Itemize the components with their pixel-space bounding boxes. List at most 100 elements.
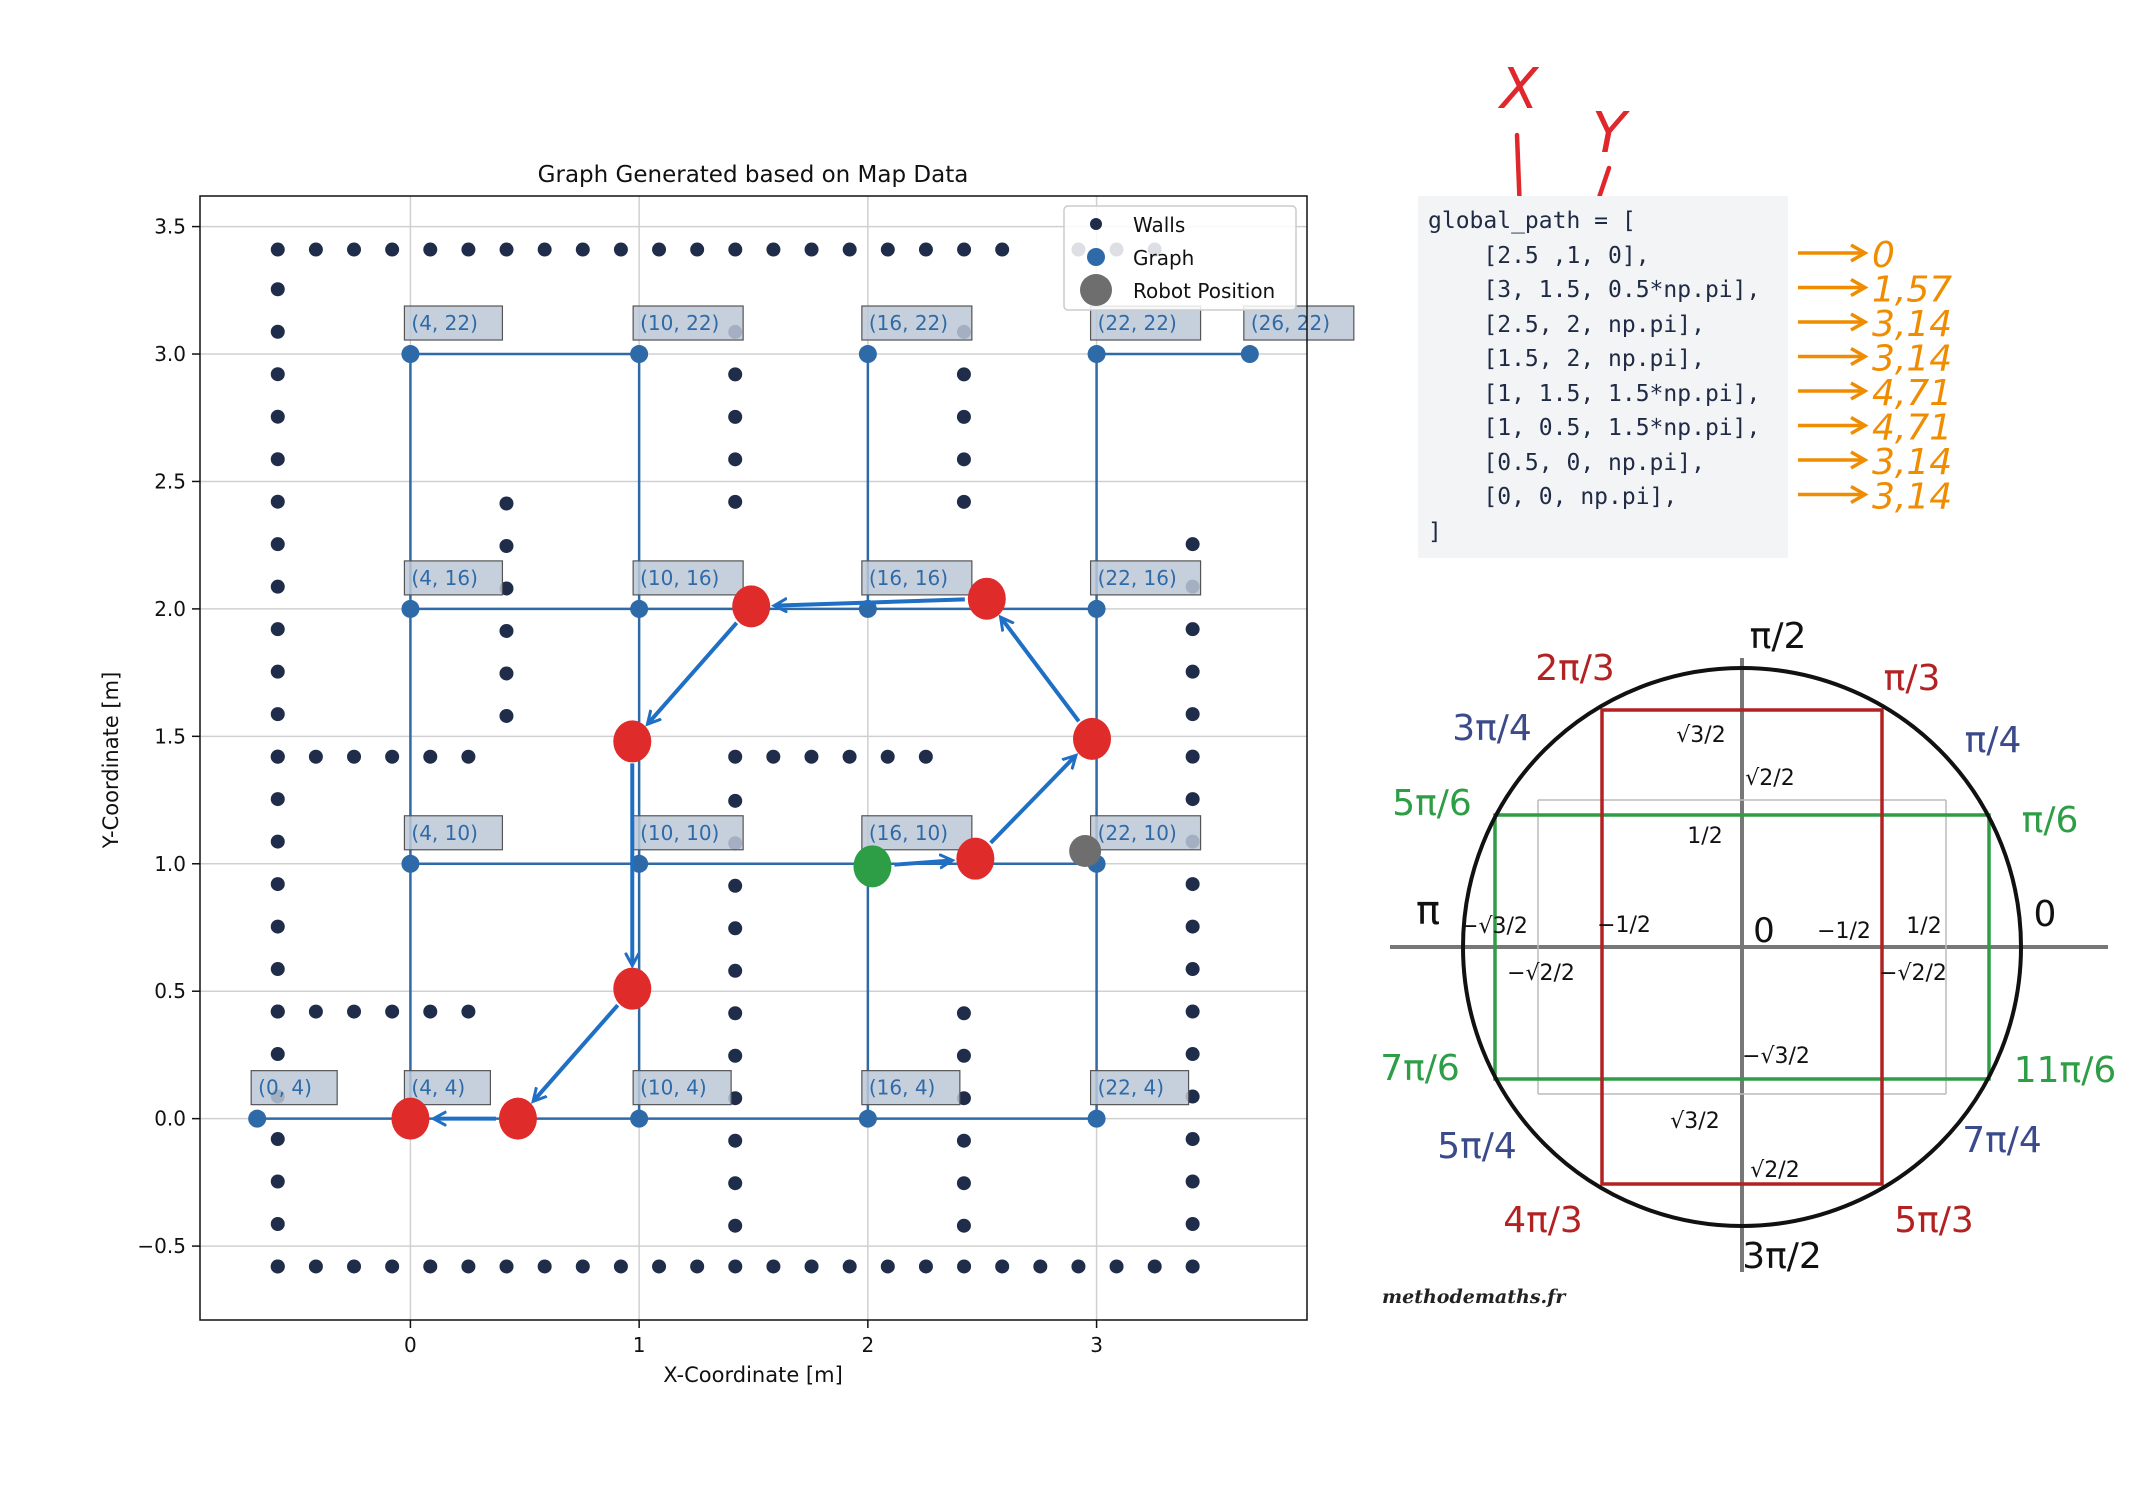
wall-point [537,242,552,257]
plot-frame [199,195,1308,1321]
value-label: −1/2 [1597,913,1651,938]
wall-point [652,242,667,257]
wall-point [918,242,933,257]
angle-label: 7π/4 [1962,1120,2042,1161]
wall-point [270,537,285,552]
wall-point [918,1259,933,1274]
value-label: 1/2 [1906,914,1941,939]
wall-point [499,496,514,511]
wall-point [308,1259,323,1274]
path-arrow [534,1003,620,1100]
wall-point [804,1259,819,1274]
wall-point [728,1176,743,1191]
wall-point [956,1006,971,1021]
wall-point [956,1218,971,1233]
node-label-box [403,815,504,851]
path-arrows [434,599,1081,1118]
legend-robot-label: Robot Position [1133,279,1275,303]
graph-node [401,345,420,364]
wall-point [1185,707,1200,722]
wall-point [956,1133,971,1148]
angle-label: 5π/6 [1392,783,1472,824]
wall-point [499,1259,514,1274]
graph-node [630,1109,649,1128]
wall-point [575,242,590,257]
map-graph-chart: Graph Generated based on Map Data (0, 4)… [99,162,1355,1387]
path-waypoint-marker [391,1097,430,1140]
wall-point [575,1259,590,1274]
wall-point [1071,1259,1086,1274]
node-label: (26, 22) [1251,311,1330,335]
unit-circle-outline [1461,666,2023,1228]
node-label-box [861,1070,961,1106]
pi-sixth-rectangle [1493,813,1991,1081]
graph-node [401,854,420,873]
wall-point [766,749,781,764]
wall-point [1185,1047,1200,1062]
wall-point [1185,749,1200,764]
path-waypoint-marker [967,577,1006,620]
angle-label: 2π/3 [1535,648,1615,689]
wall-point [270,792,285,807]
node-label-box [403,305,504,341]
wall-point [270,664,285,679]
node-label: (16, 16) [869,566,948,590]
wall-point [728,1133,743,1148]
wall-point [956,1176,971,1191]
handwritten-annotations: X Y 01,573,143,144,714,713,143,14 [1497,57,1952,518]
node-labels: (0, 4)(4, 4)(10, 4)(16, 4)(22, 4)(4, 10)… [250,305,1355,1106]
wall-point [956,367,971,382]
path-arrow [989,756,1076,845]
wall-point [1185,664,1200,679]
path-waypoint-marker [732,585,771,628]
x-tick-label: 0 [404,1333,417,1357]
path-waypoint-marker [613,967,652,1010]
y-tick-label: 0.0 [154,1107,186,1131]
angle-value: 3,14 [1872,339,1952,380]
wall-point [1185,1004,1200,1019]
node-label-box [861,815,973,851]
wall-point [385,1004,400,1019]
node-label: (10, 16) [640,566,719,590]
node-label-box [632,560,744,596]
graph-node [858,345,877,364]
wall-point [995,242,1010,257]
wall-point [385,749,400,764]
wall-point [956,452,971,467]
wall-point [728,1006,743,1021]
wall-point [728,242,743,257]
wall-point [270,962,285,977]
value-label: −√3/2 [1460,914,1528,939]
node-label: (22, 22) [1098,311,1177,335]
wall-point [1185,1216,1200,1231]
value-label: −√3/2 [1742,1044,1810,1069]
node-label: (16, 4) [869,1076,936,1100]
wall-point [957,242,972,257]
wall-point [690,1259,705,1274]
angle-value: 1,57 [1872,270,1952,311]
wall-point [1185,919,1200,934]
wall-points [270,242,1200,1274]
path-arrow [775,599,965,605]
code-line: [2.5, 2, np.pi], [1428,311,1705,338]
path-arrow [894,860,951,864]
angle-label: 3π/4 [1452,708,1532,749]
wall-point [728,963,743,978]
value-label: √3/2 [1676,723,1725,748]
wall-point [728,452,743,467]
pi-third-rectangle [1600,708,1884,1186]
wall-point [728,793,743,808]
angle-label: π/4 [1965,720,2022,761]
graph-node [630,345,649,364]
node-label-box [1089,560,1202,596]
wall-point [1185,622,1200,637]
wall-point [1185,1259,1200,1274]
angle-value: 0 [1872,235,1895,276]
wall-point [728,1259,743,1274]
node-label: (22, 10) [1098,821,1177,845]
angle-value: 3,14 [1872,477,1952,518]
path-arrow [1001,618,1081,723]
wall-point [728,494,743,509]
wall-point [956,409,971,424]
